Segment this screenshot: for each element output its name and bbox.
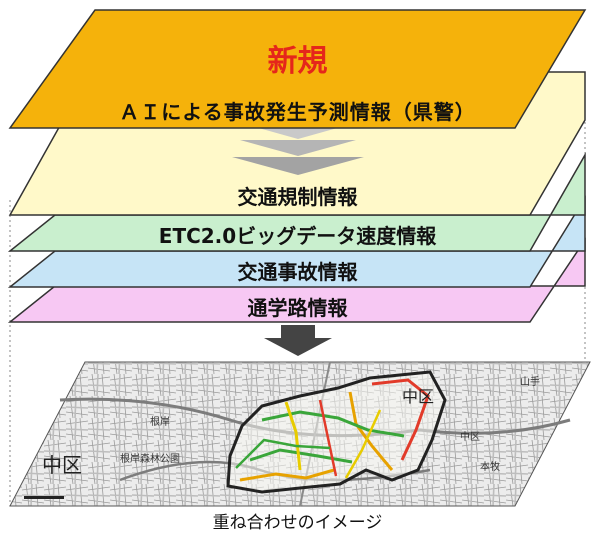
- map-place-label: 本牧: [480, 460, 500, 473]
- layer-ai-prediction: [8, 9, 587, 129]
- layer-label-accident: 交通事故情報: [237, 260, 358, 284]
- map-place-label: 根岸: [150, 415, 170, 428]
- layer-label-regulation: 交通規制情報: [237, 185, 358, 209]
- arrow-down-icon: [264, 325, 332, 356]
- map-district-label-right: 中区: [402, 387, 434, 406]
- overlay-map: 中区 中区 山手 根岸森林公園 根岸 中区 本牧: [9, 361, 591, 507]
- map-place-label: 根岸森林公園: [120, 452, 180, 465]
- layer-label-etc: ETC2.0ビッグデータ速度情報: [158, 224, 437, 248]
- map-place-label: 中区: [460, 430, 480, 443]
- new-badge: 新規: [267, 44, 328, 79]
- figure-caption: 重ね合わせのイメージ: [212, 513, 383, 533]
- map-district-label-left: 中区: [42, 453, 82, 477]
- map-place-label: 山手: [520, 375, 540, 388]
- layer-label-school-route: 通学路情報: [247, 296, 348, 320]
- layer-label-ai-prediction: ＡＩによる事故発生予測情報（県警）: [119, 100, 476, 124]
